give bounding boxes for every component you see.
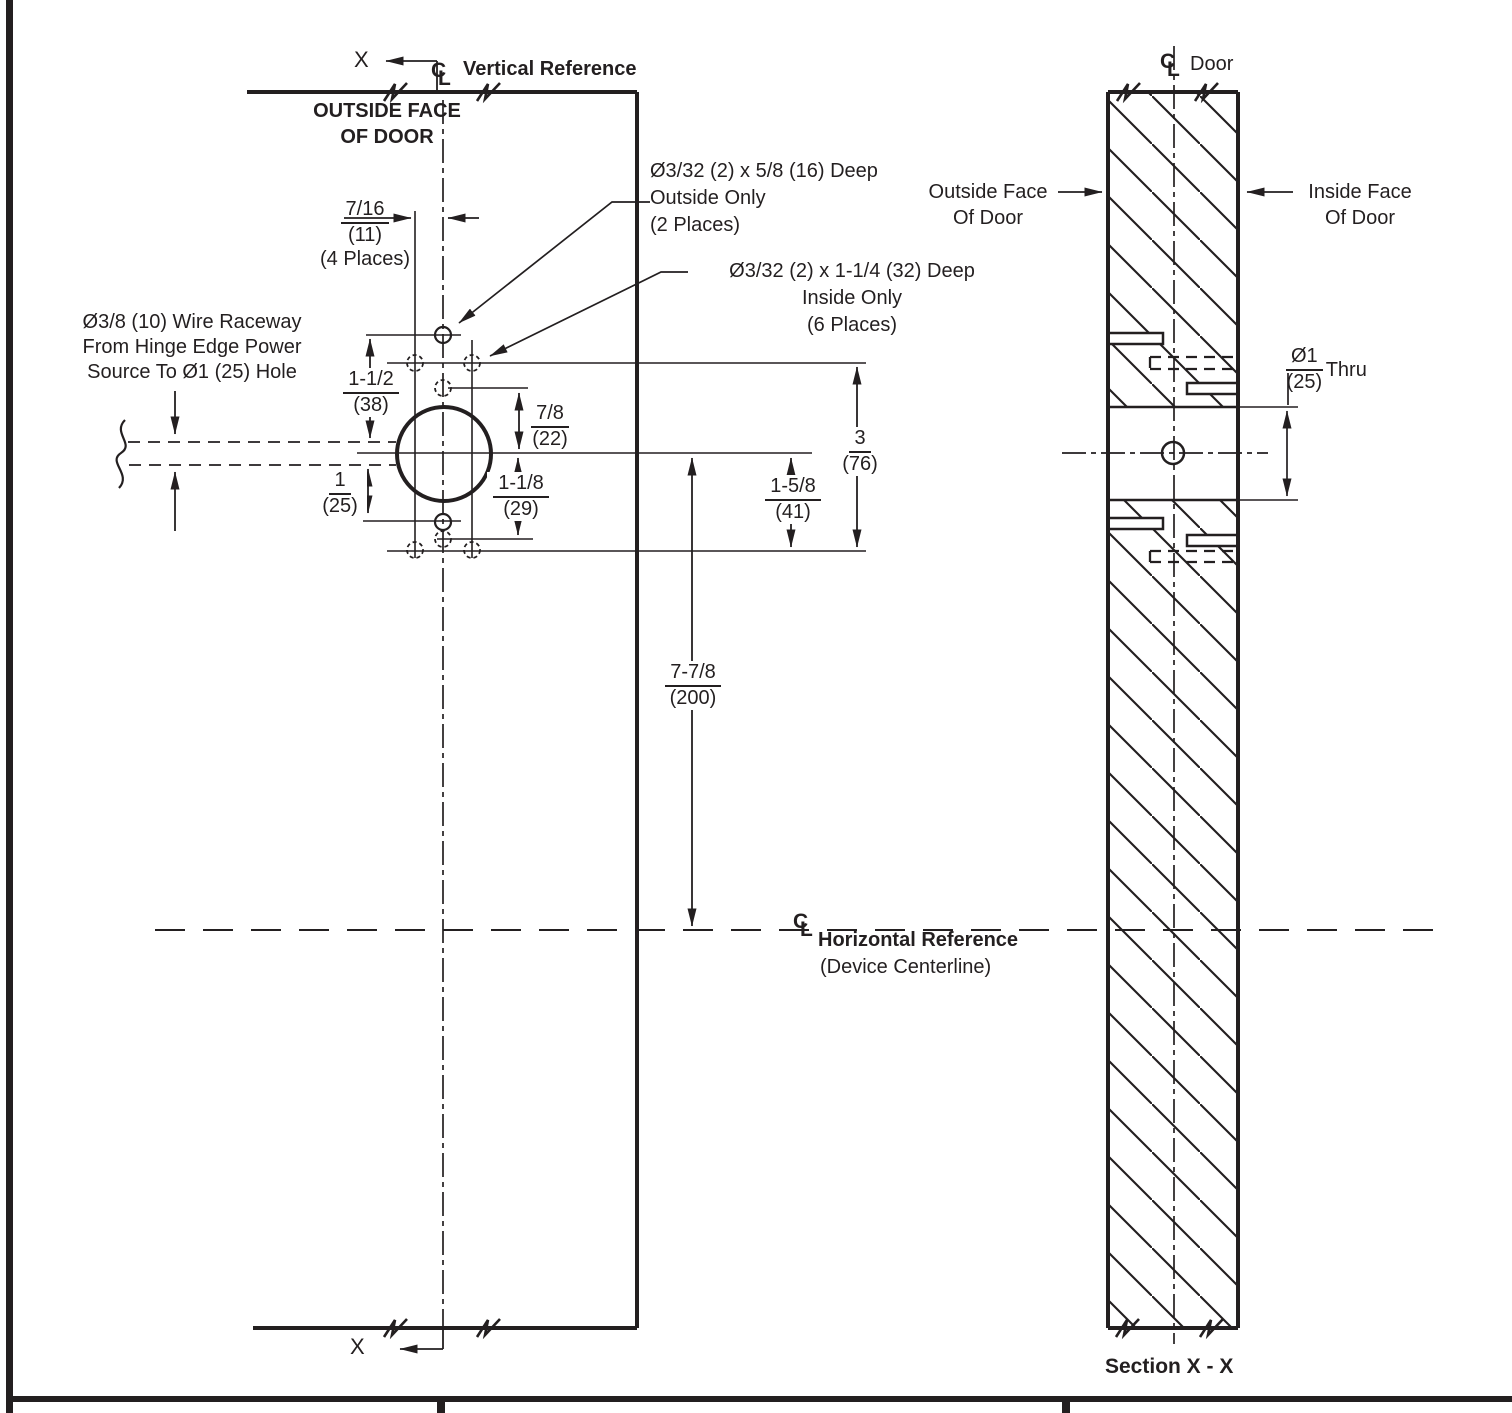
section-cut-lines (385, 56, 444, 1354)
dim-offset-7-16: 7/16 (11) (4 Places) (319, 198, 411, 270)
outside-face-of-door-label: OUTSIDE FACE OF DOOR (313, 100, 461, 148)
dim-1: 1 (25) (313, 469, 367, 518)
section-outside-face-label: Outside Face Of Door (928, 181, 1048, 229)
thru-hole-dimension (1282, 373, 1292, 497)
section-hidden-hole-lines (1148, 355, 1237, 564)
vertical-reference-label: Vertical Reference (463, 58, 637, 80)
horizontal-reference-sublabel: (Device Centerline) (820, 956, 992, 978)
callout-leader-lines (458, 201, 688, 357)
centerline-symbol: C L (793, 910, 813, 941)
page-border (6, 0, 1512, 1413)
section-cut-label-bottom: X (350, 1334, 365, 1359)
thru-label: Thru (1325, 359, 1367, 381)
wire-raceway-note: Ø3/8 (10) Wire Raceway From Hinge Edge P… (82, 311, 302, 383)
front-view-door-edges (247, 90, 639, 1330)
centerline-symbol: C L (1160, 50, 1180, 81)
section-door-edges (1106, 90, 1240, 1330)
section-hatching (1108, 92, 1238, 1328)
section-band-extension-lines (1238, 406, 1298, 501)
wire-raceway-hidden-lines (128, 441, 396, 466)
section-thru-hole-band (1108, 405, 1238, 502)
dim-3: 3 (76) (835, 427, 885, 476)
dim-1-1-2: 1-1/2 (38) (336, 368, 406, 417)
callout-outside-holes: Ø3/32 (2) x 5/8 (16) Deep Outside Only (… (650, 160, 878, 236)
section-centerlines (1062, 46, 1268, 1344)
dim-1-1-8: 1-1/8 (29) (487, 472, 555, 521)
pilot-holes-outside (433, 325, 453, 532)
section-break-marks (1114, 82, 1224, 1340)
thru-hole-callout: Ø1 (25) Thru (1286, 345, 1367, 394)
callout-inside-holes: Ø3/32 (2) x 1-1/4 (32) Deep Inside Only … (729, 260, 975, 336)
dim-1-5-8: 1-5/8 (41) (759, 475, 827, 524)
door-centerline-label: Door (1190, 53, 1234, 75)
extension-lines (357, 211, 866, 558)
wire-raceway-break-curve (115, 419, 127, 489)
device-hole-circle (395, 405, 493, 503)
dim-dia1-thru: Ø1 (25) (1286, 345, 1323, 393)
front-view-break-marks (382, 82, 501, 1340)
section-title: Section X - X (1105, 1355, 1234, 1378)
section-cut-label-top: X (354, 47, 369, 72)
section-inside-face-label: Inside Face Of Door (1308, 181, 1412, 229)
centerline-symbol: C L (431, 59, 451, 90)
horizontal-reference-label: Horizontal Reference (818, 929, 1019, 951)
pilot-holes-inside-hidden (406, 354, 481, 559)
dim-7-7-8: 7-7/8 (200) (656, 661, 730, 710)
dim-7-8: 7/8 (22) (531, 402, 569, 450)
